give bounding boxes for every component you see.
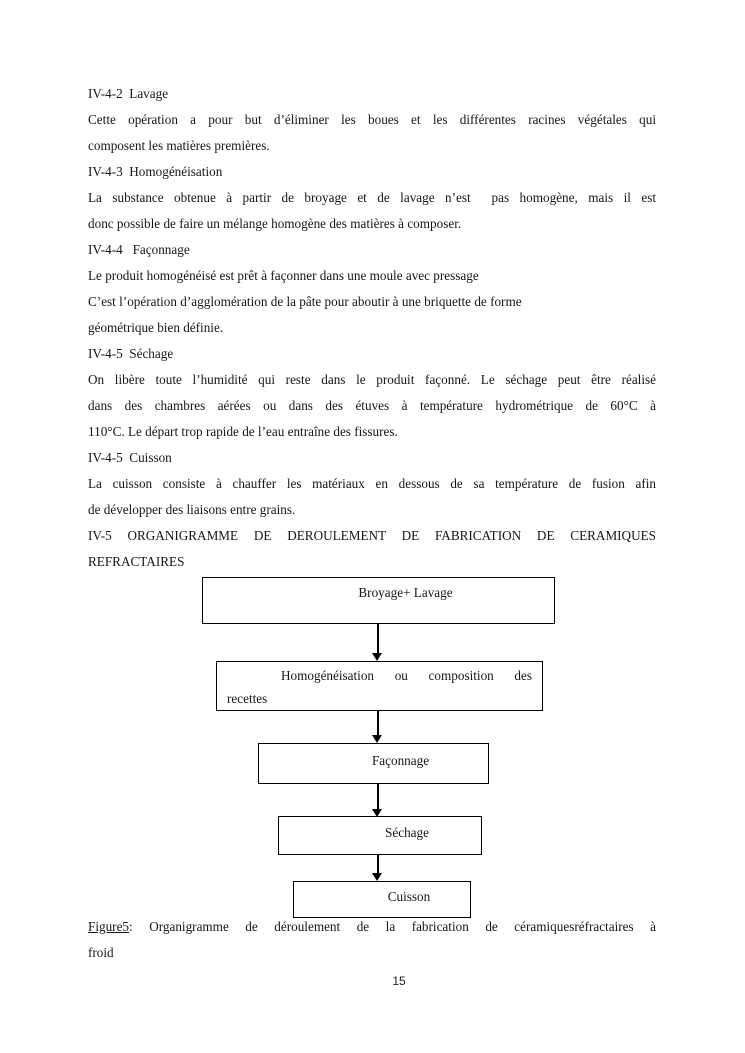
flowchart-box-label: Séchage — [385, 825, 429, 840]
flowchart-box-4: Séchage — [278, 816, 482, 855]
body-line: IV-4-5 Séchage — [88, 346, 174, 361]
body-line: Le produit homogénéisé est prêt à façonn… — [88, 268, 479, 283]
body-line: On libère toute l’humidité qui reste dan… — [88, 372, 656, 387]
figure-caption-line2: froid — [88, 945, 114, 960]
flowchart-box-1: Broyage+ Lavage — [202, 577, 555, 624]
body-line: Cette opération a pour but d’éliminer le… — [88, 112, 656, 127]
body-line: C’est l’opération d’agglomération de la … — [88, 294, 522, 309]
figure-caption-line1: Figure5: Organigramme de déroulement de … — [88, 914, 656, 940]
body-line: dans des chambres aérées ou dans des étu… — [88, 398, 656, 413]
flowchart-box-2: Homogénéisation ou composition des recett… — [216, 661, 543, 711]
body-line: La cuisson consiste à chauffer les matér… — [88, 476, 656, 491]
down-arrow-icon — [373, 784, 382, 817]
flowchart-box-3: Façonnage — [258, 743, 489, 784]
body-line: IV-4-2 Lavage — [88, 86, 169, 101]
body-line: de développer des liaisons entre grains. — [88, 502, 296, 517]
flowchart-box-label: Broyage+ Lavage — [358, 585, 453, 600]
flowchart-box-label: Homogénéisation ou composition des — [281, 668, 532, 683]
figure-caption: Figure5: Organigramme de déroulement de … — [88, 914, 656, 966]
down-arrow-icon — [373, 855, 382, 881]
body-line: IV-4-3 Homogénéisation — [88, 164, 223, 179]
flowchart-box-label: Cuisson — [387, 889, 431, 904]
down-arrow-icon — [373, 711, 382, 743]
page-number: 15 — [392, 974, 406, 988]
flowchart-box-label: recettes — [227, 691, 268, 706]
body-line: composent les matières premières. — [88, 138, 270, 153]
body-line: IV-4-5 Cuisson — [88, 450, 172, 465]
down-arrow-icon — [373, 624, 382, 661]
figure-label: Figure5 — [88, 919, 130, 934]
flowchart-box-5: Cuisson — [293, 881, 471, 918]
body-line: IV-5 ORGANIGRAMME DE DEROULEMENT DE FABR… — [88, 528, 656, 543]
flowchart-box-label: Façonnage — [371, 753, 430, 768]
body-line: 110°C. Le départ trop rapide de l’eau en… — [88, 424, 398, 439]
body-line: géométrique bien définie. — [88, 320, 224, 335]
body-line: La substance obtenue à partir de broyage… — [88, 190, 656, 205]
body-line: REFRACTAIRES — [88, 554, 185, 569]
body-line: donc possible de faire un mélange homogè… — [88, 216, 462, 231]
figure-caption-text: : Organigramme de déroulement de la fabr… — [129, 919, 656, 934]
body-line: IV-4-4 Façonnage — [88, 242, 190, 257]
